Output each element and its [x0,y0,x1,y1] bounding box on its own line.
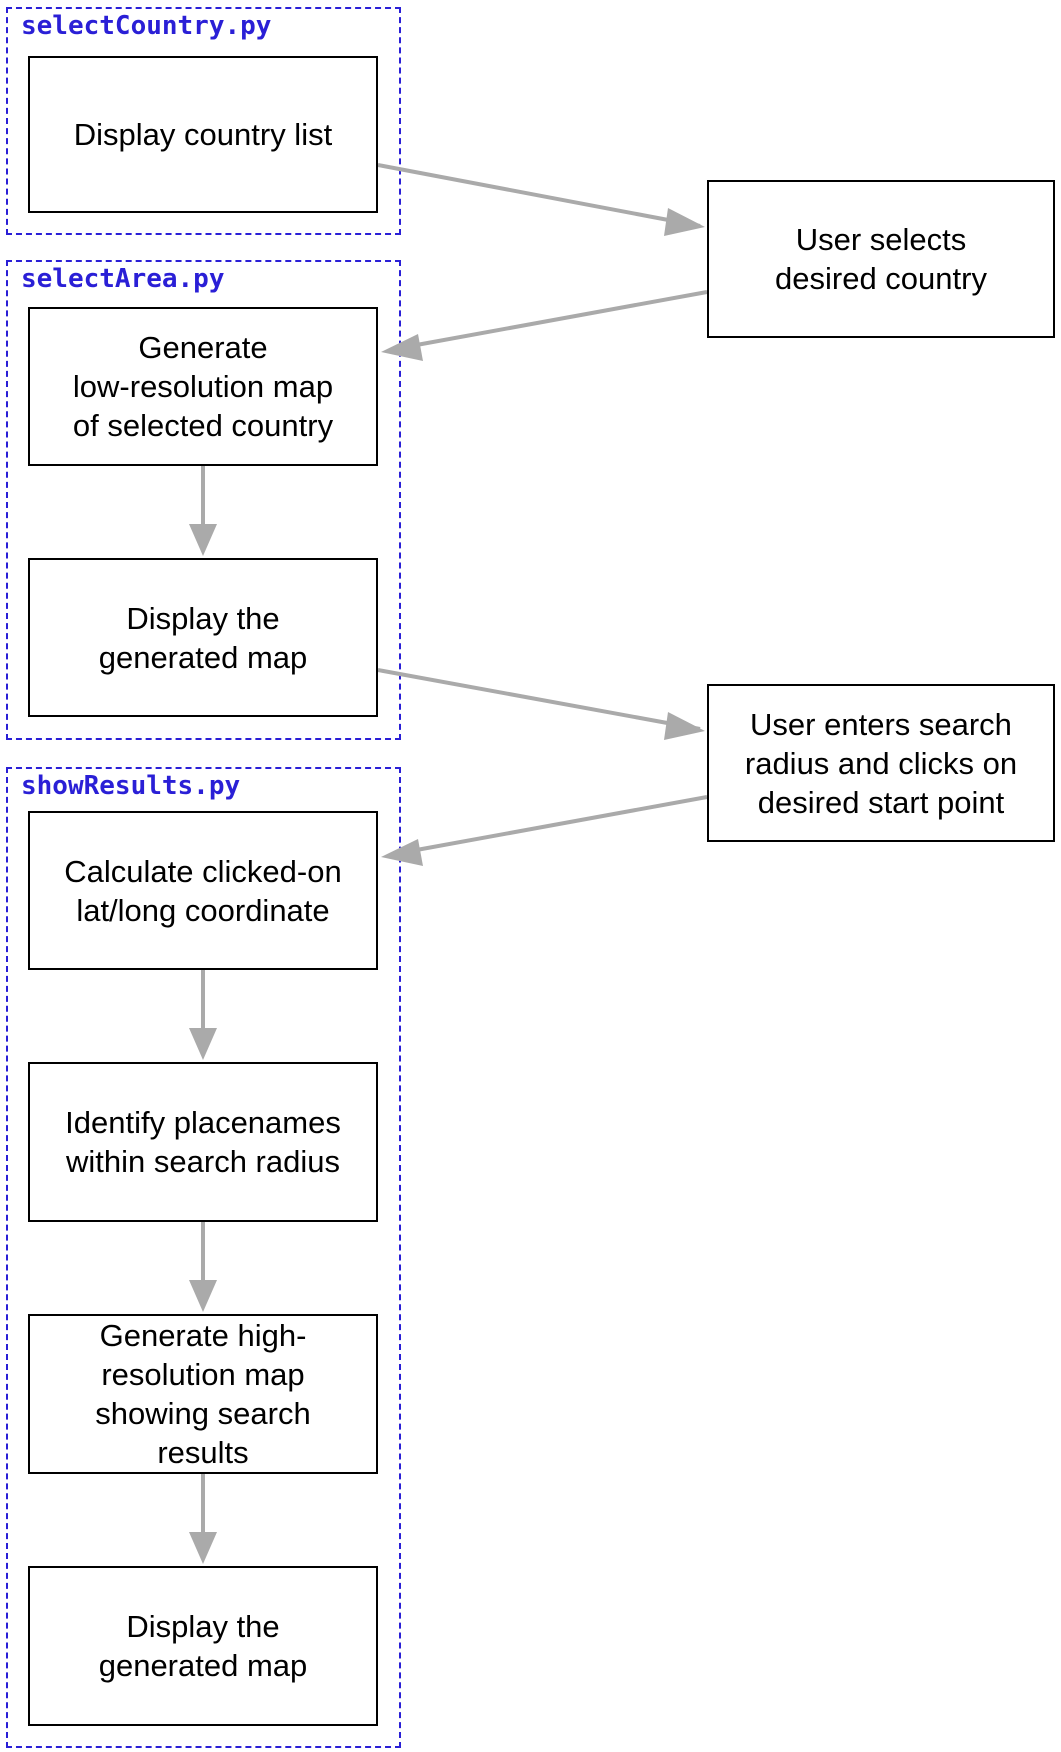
edge-user-selects-to-generate-low-head [381,334,423,361]
edge-identify-to-generate-high-head [189,1280,217,1312]
node-calculate-coordinate: Calculate clicked-on lat/long coordinate [28,811,378,970]
edge-generate-low-to-display-1-head [189,524,217,556]
node-generate-high-res-map: Generate high- resolution map showing se… [28,1314,378,1474]
node-identify-placenames: Identify placenames within search radius [28,1062,378,1222]
edge-display-1-to-user-enters [377,668,701,731]
node-display-generated-map-1: Display the generated map [28,558,378,717]
group-label-select-country: selectCountry.py [21,11,272,41]
group-label-select-area: selectArea.py [21,264,225,294]
edge-display-list-to-user-selects [377,163,701,228]
group-select-country: selectCountry.py [6,7,401,235]
edge-user-selects-to-generate-low [399,290,708,350]
edge-display-list-to-user-selects-head [664,208,705,236]
node-user-enters-search-radius: User enters search radius and clicks on … [707,684,1055,842]
node-display-generated-map-2: Display the generated map [28,1566,378,1726]
edge-user-enters-to-calculate-head [381,839,423,866]
edge-display-1-to-user-enters-head [664,712,705,740]
edge-user-enters-to-calculate [399,795,708,855]
group-show-results: showResults.py [6,767,401,1748]
edge-generate-high-to-display-2-head [189,1532,217,1564]
node-display-country-list: Display country list [28,56,378,213]
group-select-area: selectArea.py [6,260,401,740]
edge-calculate-to-identify-head [189,1028,217,1060]
node-generate-low-res-map: Generate low-resolution map of selected … [28,307,378,466]
node-user-selects-country: User selects desired country [707,180,1055,338]
group-label-show-results: showResults.py [21,771,241,801]
